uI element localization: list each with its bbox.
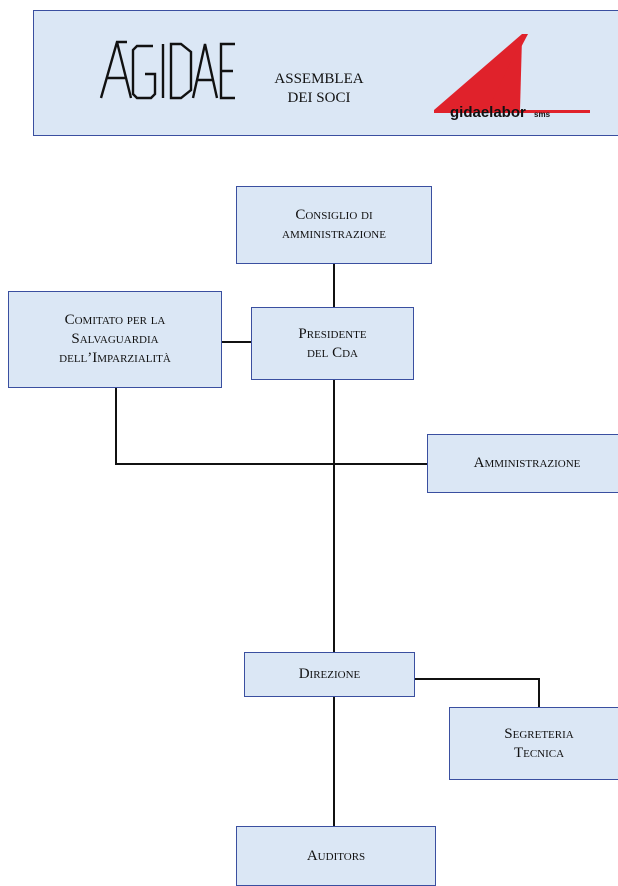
header-title: ASSEMBLEA DEI SOCI: [274, 71, 364, 106]
connector-presidente-direzione: [333, 380, 335, 652]
node-segreteria-label: Segreteria Tecnica: [504, 725, 574, 761]
node-consiglio-label: Consiglio di amministrazione: [282, 207, 386, 242]
node-amministrazione-label: Amministrazione: [473, 455, 581, 471]
gidaelabor-logo: [434, 34, 590, 113]
connector-comitato-amministrazione: [115, 463, 427, 465]
connector-direzione-right: [415, 678, 540, 680]
gidaelabor-text: gidaelabor sms: [450, 104, 550, 121]
connector-direzione-auditors: [333, 697, 335, 827]
gidaelabor-suffix: sms: [534, 110, 551, 119]
node-direzione: Direzione: [244, 652, 415, 697]
node-presidente-label: Presidente del Cda: [298, 325, 367, 361]
node-comitato-label: Comitato per la Salvaguardia dell’Imparz…: [59, 312, 171, 366]
node-consiglio: Consiglio di amministrazione: [236, 186, 432, 264]
agidae-logo: [99, 40, 235, 100]
gidaelabor-label: gidaelabor: [450, 104, 526, 121]
node-presidente: Presidente del Cda: [251, 307, 414, 380]
node-amministrazione: Amministrazione: [427, 434, 618, 493]
connector-segreteria-up: [538, 678, 540, 708]
connector-comitato-down: [115, 388, 117, 464]
node-comitato: Comitato per la Salvaguardia dell’Imparz…: [8, 291, 222, 388]
node-segreteria: Segreteria Tecnica: [449, 707, 618, 780]
connector-consiglio-presidente: [333, 264, 335, 310]
connector-comitato-presidente: [222, 341, 252, 343]
node-auditors: Auditors: [236, 826, 436, 886]
node-direzione-label: Direzione: [298, 666, 361, 682]
node-auditors-label: Auditors: [306, 847, 366, 864]
